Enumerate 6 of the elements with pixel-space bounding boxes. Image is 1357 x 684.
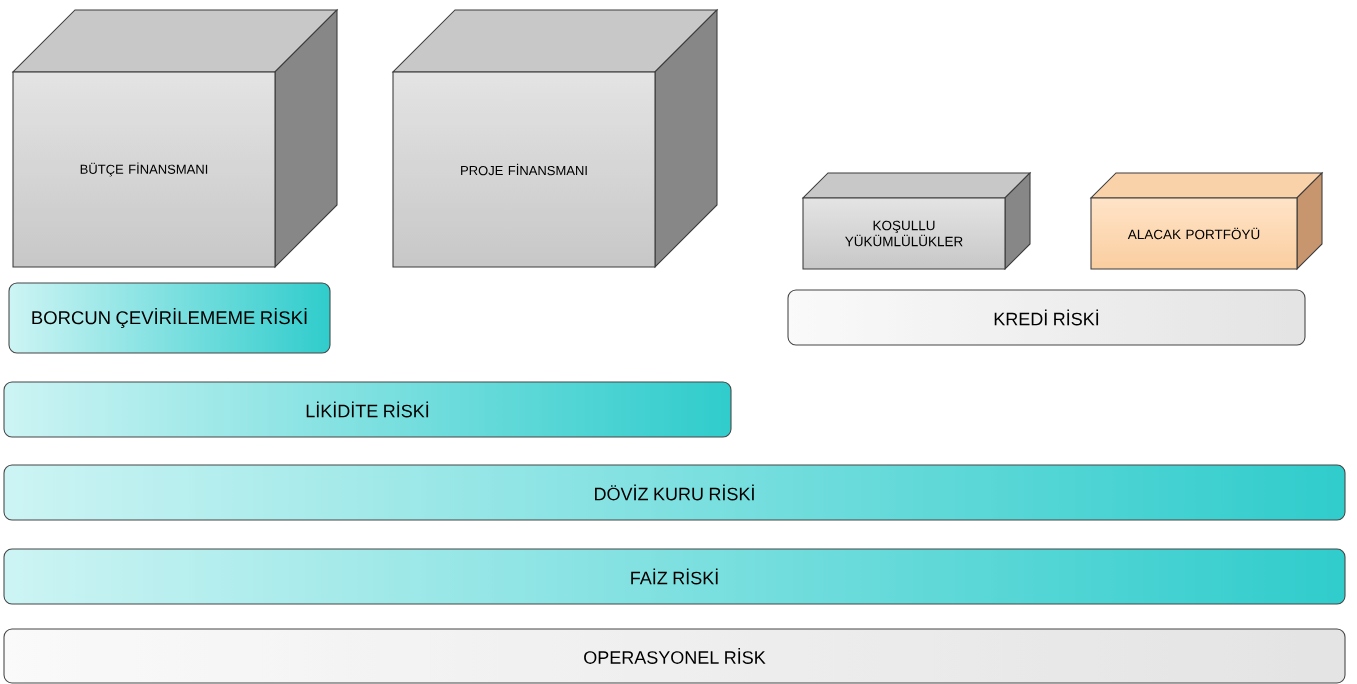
risk-bar: DÖVİZ KURU RİSKİ (3, 464, 1346, 521)
risk-bar: OPERASYONEL RİSK (3, 628, 1346, 684)
risk-bar: KREDİ RİSKİ (787, 289, 1306, 346)
risk-bar: FAİZ RİSKİ (3, 548, 1346, 605)
risk-bar: BORCUN ÇEVİRİLEMEME RİSKİ (8, 282, 331, 354)
risk-bar: LİKİDİTE RİSKİ (3, 381, 732, 438)
